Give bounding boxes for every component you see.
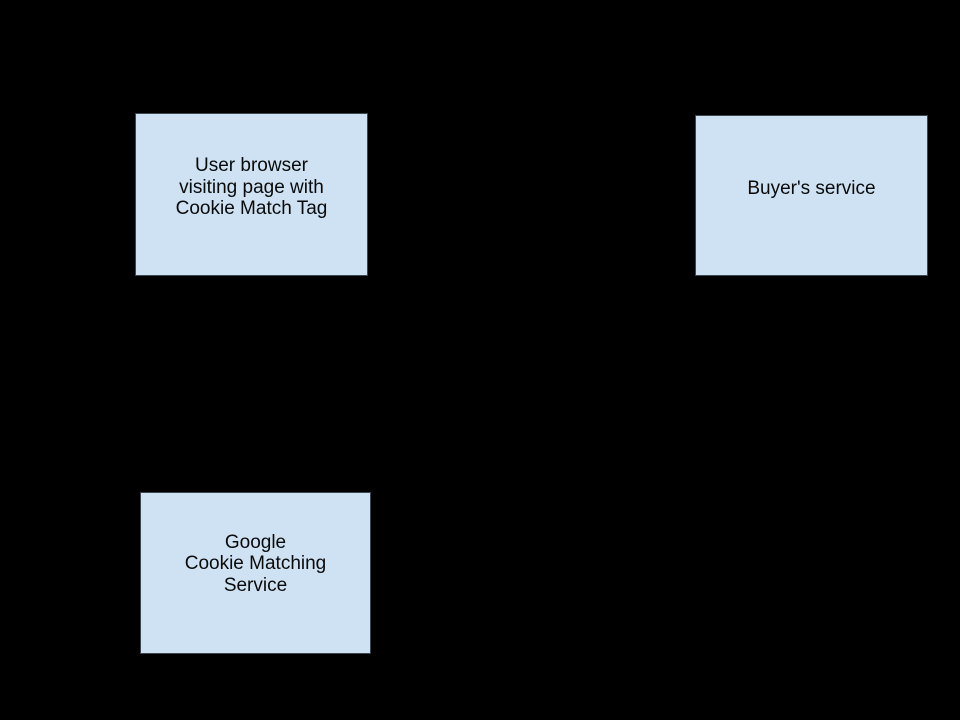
node-buyers-service: Buyer's service <box>695 115 928 276</box>
node-user-browser: User browser visiting page with Cookie M… <box>135 113 368 276</box>
node-label-line: Buyer's service <box>747 177 876 199</box>
node-label-line: Service <box>223 574 288 596</box>
node-label-line: User browser <box>195 155 308 177</box>
node-google-cookie-matching-service: Google Cookie Matching Service <box>140 492 371 654</box>
node-label-line: Cookie Matching <box>184 553 327 575</box>
node-label-line: Google <box>224 531 287 553</box>
node-label-line: Cookie Match Tag <box>175 198 328 220</box>
node-label-line: visiting page with <box>179 176 324 198</box>
